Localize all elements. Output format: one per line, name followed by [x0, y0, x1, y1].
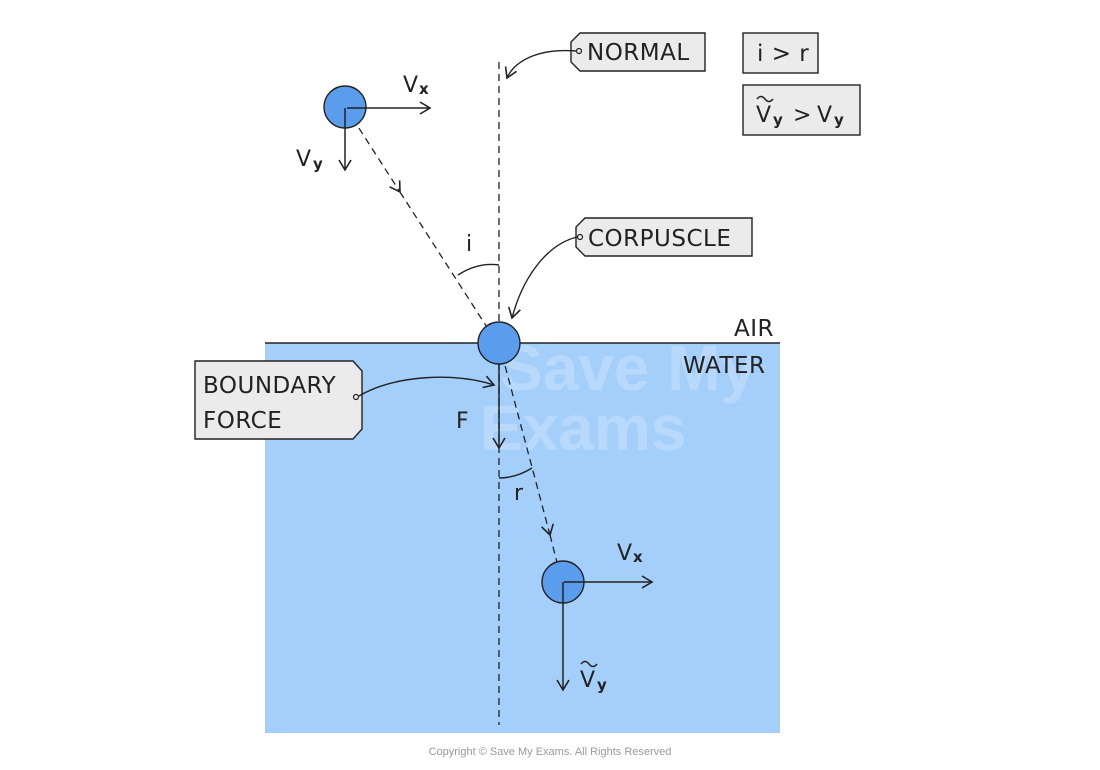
svg-text:y: y: [313, 155, 323, 173]
svg-text:Exams: Exams: [480, 392, 686, 464]
corpuscle-tag: CORPUSCLE: [507, 217, 753, 320]
corpuscle-at-boundary: [477, 321, 521, 365]
angle-i-label: i: [466, 232, 472, 257]
svg-text:y: y: [773, 111, 783, 129]
svg-text:CORPUSCLE: CORPUSCLE: [588, 226, 731, 252]
svg-text:>: >: [793, 103, 811, 128]
vy-tilde-label-bottom: V y: [580, 660, 607, 694]
water-label: WATER: [683, 353, 766, 379]
vx-label-bottom: V x: [617, 541, 643, 566]
svg-text:V: V: [580, 668, 595, 693]
svg-text:V: V: [756, 103, 771, 128]
svg-text:V: V: [617, 541, 632, 566]
svg-text:BOUNDARY: BOUNDARY: [203, 373, 337, 399]
incident-ray-lower: [399, 191, 493, 336]
svg-text:NORMAL: NORMAL: [587, 40, 690, 66]
vy-label-top: V y: [296, 147, 323, 173]
svg-text:x: x: [419, 80, 429, 98]
info-box-i-gt-r: i > r: [742, 32, 819, 74]
force-label: F: [456, 409, 469, 434]
angle-i-arc: [457, 263, 500, 276]
angle-r-arc: [498, 467, 533, 479]
vx-label-top: V x: [403, 73, 429, 98]
refracted-ray: [498, 342, 555, 537]
svg-text:i > r: i > r: [757, 41, 809, 67]
svg-text:Save My: Save My: [500, 332, 757, 404]
info-box-vy-tilde-gt-vy: V y > V y: [742, 84, 861, 136]
svg-text:V: V: [403, 73, 418, 98]
normal-tag: NORMAL: [504, 32, 706, 80]
watermark: Save My Exams: [480, 332, 757, 464]
svg-text:y: y: [834, 111, 844, 129]
air-label: AIR: [734, 316, 774, 342]
copyright: Copyright © Save My Exams. All Rights Re…: [429, 746, 672, 758]
svg-text:FORCE: FORCE: [203, 408, 282, 434]
svg-text:V: V: [817, 103, 832, 128]
svg-text:y: y: [597, 676, 607, 694]
svg-text:V: V: [296, 147, 311, 172]
boundary-force-tag: BOUNDARY FORCE: [194, 360, 496, 440]
angle-r-label: r: [514, 481, 524, 506]
svg-text:x: x: [633, 548, 643, 566]
